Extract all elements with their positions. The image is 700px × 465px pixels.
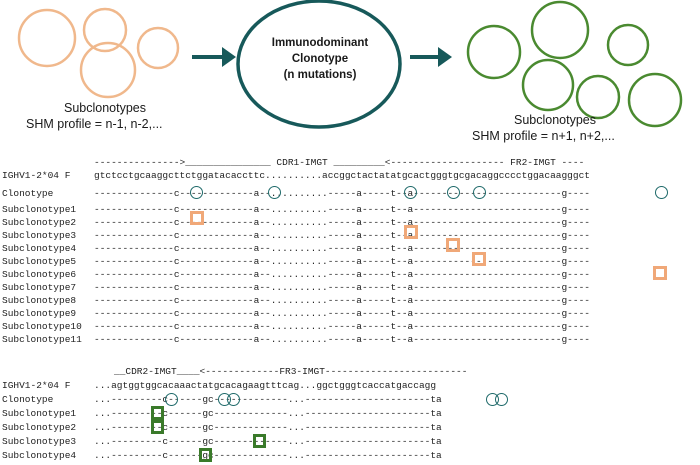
right-caption: Subclonotypes bbox=[495, 112, 615, 128]
schematic bbox=[17, 0, 683, 129]
orange-circle bbox=[17, 8, 77, 68]
row-sequence: --------------c-------------a--.........… bbox=[94, 321, 590, 332]
green-circle bbox=[521, 58, 575, 112]
row-name: Subclonotype10 bbox=[2, 321, 82, 332]
row-sequence: ...---------c------gc-------------...---… bbox=[94, 422, 442, 433]
subclonotype-mutation-marker bbox=[151, 406, 164, 420]
subclonotype-mutation-marker bbox=[446, 238, 460, 252]
green-circle bbox=[466, 24, 522, 80]
row-sequence: --------------c-------------a--.........… bbox=[94, 204, 590, 215]
subclonotype-mutation-marker bbox=[404, 225, 418, 239]
row-sequence: --------------c-------------a--.........… bbox=[94, 269, 590, 280]
block2-region-header: __CDR2-IMGT____<-------------FR3-IMGT---… bbox=[114, 366, 468, 377]
row-name: Subclonotype9 bbox=[2, 308, 77, 319]
subclonotype-mutation-marker bbox=[199, 448, 212, 462]
orange-circle bbox=[79, 41, 137, 99]
arrow-right-icon bbox=[410, 47, 452, 67]
row-name: Clonotype bbox=[2, 188, 54, 199]
row-name: Subclonotype1 bbox=[2, 204, 77, 215]
row-name: Subclonotype11 bbox=[2, 334, 82, 345]
right-caption-profile: SHM profile = n+1, n+2,... bbox=[472, 129, 615, 143]
clonotype-mutation-marker bbox=[165, 393, 178, 406]
subclonotype-mutation-marker bbox=[653, 266, 667, 280]
orange-circle bbox=[82, 7, 128, 53]
row-sequence: --------------c-------------a--.........… bbox=[94, 256, 590, 267]
row-name: Subclonotype5 bbox=[2, 256, 77, 267]
row-name: Subclonotype3 bbox=[2, 230, 77, 241]
row-sequence: ...---------c------gc-------------...---… bbox=[94, 394, 442, 405]
right-caption-title: Subclonotypes bbox=[513, 113, 596, 127]
row-name: Subclonotype6 bbox=[2, 269, 77, 280]
row-sequence: gtctcctgcaaggcttctggatacaccttc..........… bbox=[94, 170, 590, 181]
clonotype-mutation-marker bbox=[495, 393, 508, 406]
green-circle bbox=[575, 74, 621, 120]
row-sequence: --------------c-------------a--.........… bbox=[94, 282, 590, 293]
center-label-line2: Clonotype bbox=[291, 53, 349, 65]
row-name: Subclonotype1 bbox=[2, 408, 77, 419]
subclonotype-mutation-marker bbox=[253, 434, 266, 448]
row-name: Subclonotype2 bbox=[2, 217, 77, 228]
row-sequence: --------------c-------------a--.........… bbox=[94, 230, 590, 241]
row-name: Clonotype bbox=[2, 394, 54, 405]
arrow-right-icon bbox=[192, 47, 236, 67]
row-sequence: ...---------c------gc-------------...---… bbox=[94, 450, 442, 461]
clonotype-mutation-marker bbox=[268, 186, 281, 199]
clonotype-mutation-marker bbox=[655, 186, 668, 199]
row-name: Subclonotype4 bbox=[2, 450, 77, 461]
row-sequence: ...---------c------gc-------------...---… bbox=[94, 408, 442, 419]
row-sequence: --------------c-------------a--.........… bbox=[94, 188, 590, 199]
subclonotype-mutation-marker bbox=[151, 420, 164, 434]
row-name: IGHV1-2*04 F bbox=[2, 170, 71, 181]
row-name: Subclonotype7 bbox=[2, 282, 77, 293]
center-label-line3: (n mutations) bbox=[283, 69, 357, 81]
center-label-line1: Immunodominant bbox=[271, 37, 369, 49]
row-sequence: ...---------c------gc-------------...---… bbox=[94, 436, 442, 447]
orange-circle bbox=[136, 26, 180, 70]
clonotype-mutation-marker bbox=[227, 393, 240, 406]
clonotype-mutation-marker bbox=[473, 186, 486, 199]
clonotype-mutation-marker bbox=[404, 186, 417, 199]
subclonotype-mutation-marker bbox=[472, 252, 486, 266]
center-label: Immunodominant Clonotype (n mutations) bbox=[245, 35, 395, 83]
row-sequence: --------------c-------------a--.........… bbox=[94, 217, 590, 228]
left-caption-profile: SHM profile = n-1, n-2,... bbox=[26, 117, 163, 131]
clonotype-mutation-marker bbox=[190, 186, 203, 199]
green-circle bbox=[530, 0, 590, 60]
clonotype-ellipse bbox=[236, 0, 402, 129]
row-name: Subclonotype8 bbox=[2, 295, 77, 306]
row-name: Subclonotype3 bbox=[2, 436, 77, 447]
left-caption: Subclonotypes bbox=[45, 100, 165, 116]
block1-region-header: --------------->_______________ CDR1-IMG… bbox=[94, 157, 585, 168]
green-circle bbox=[606, 23, 650, 67]
row-sequence: --------------c-------------a--.........… bbox=[94, 334, 590, 345]
left-caption-title: Subclonotypes bbox=[63, 101, 146, 115]
row-sequence: ...agtggtggcacaaactatgcacagaagtttcag...g… bbox=[94, 380, 437, 391]
row-sequence: --------------c-------------a--.........… bbox=[94, 243, 590, 254]
row-sequence: --------------c-------------a--.........… bbox=[94, 295, 590, 306]
subclonotype-mutation-marker bbox=[190, 211, 204, 225]
row-sequence: --------------c-------------a--.........… bbox=[94, 308, 590, 319]
green-circle bbox=[627, 72, 683, 128]
clonotype-mutation-marker bbox=[447, 186, 460, 199]
row-name: IGHV1-2*04 F bbox=[2, 380, 71, 391]
row-name: Subclonotype2 bbox=[2, 422, 77, 433]
row-name: Subclonotype4 bbox=[2, 243, 77, 254]
